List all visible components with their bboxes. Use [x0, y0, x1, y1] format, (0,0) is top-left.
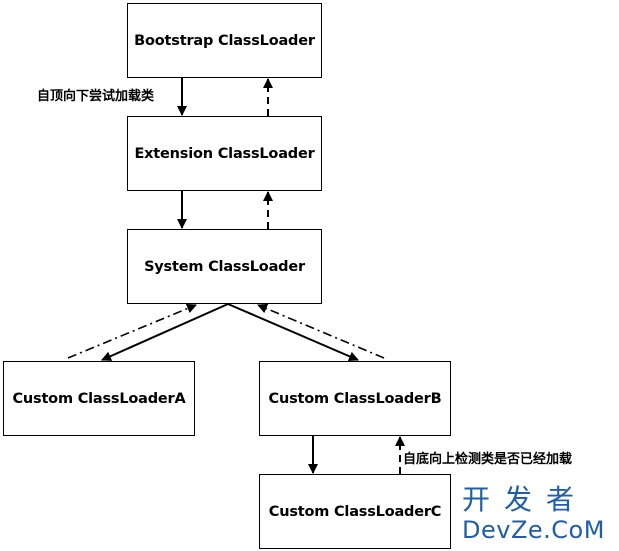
- edge-custom-a-to-system: [67, 303, 197, 359]
- custom-classloader-c-node: Custom ClassLoaderC: [259, 474, 451, 549]
- custom-classloader-b-label: Custom ClassLoaderB: [268, 390, 442, 407]
- extension-classloader-label: Extension ClassLoader: [134, 145, 315, 162]
- watermark-chinese-text: 开发者: [462, 483, 589, 516]
- system-classloader-label: System ClassLoader: [144, 258, 305, 275]
- custom-classloader-c-label: Custom ClassLoaderC: [268, 503, 442, 520]
- bottom-up-annotation: 自底向上检测类是否已经加载: [403, 452, 573, 467]
- edge-system-to-custom-a: [101, 303, 229, 361]
- custom-classloader-a-label: Custom ClassLoaderA: [12, 390, 186, 407]
- extension-classloader-node: Extension ClassLoader: [127, 116, 322, 191]
- edge-system-to-custom-b: [227, 303, 359, 362]
- top-down-annotation: 自顶向下尝试加载类: [37, 89, 155, 104]
- bootstrap-classloader-label: Bootstrap ClassLoader: [134, 32, 315, 49]
- edge-custom-b-to-system: [257, 303, 385, 359]
- system-classloader-node: System ClassLoader: [127, 229, 322, 304]
- custom-classloader-a-node: Custom ClassLoaderA: [3, 361, 195, 436]
- custom-classloader-b-node: Custom ClassLoaderB: [259, 361, 451, 436]
- watermark-latin-text: DevZe.CoM: [462, 516, 605, 544]
- devze-watermark: 开发者 DevZe.CoM: [462, 484, 612, 546]
- bootstrap-classloader-node: Bootstrap ClassLoader: [127, 3, 322, 78]
